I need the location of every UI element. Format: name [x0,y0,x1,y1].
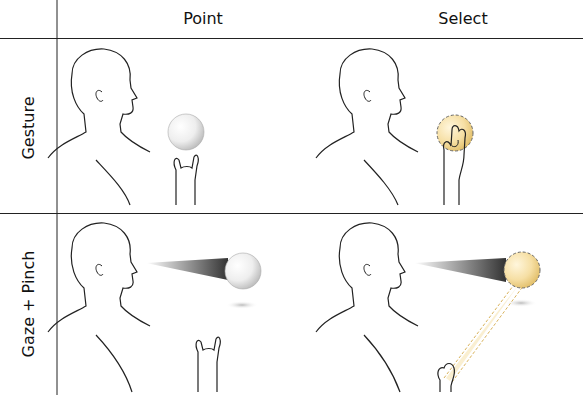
gaze-select-figure [316,223,540,392]
row-header: Gaze + Pinch [21,251,37,358]
gaze-point-figure [48,223,261,392]
column-header: Select [438,11,487,27]
gesture-select-figure [316,49,473,205]
row-header: Gesture [21,96,37,159]
gesture-point-figure [48,49,204,205]
column-header: Point [183,11,223,27]
